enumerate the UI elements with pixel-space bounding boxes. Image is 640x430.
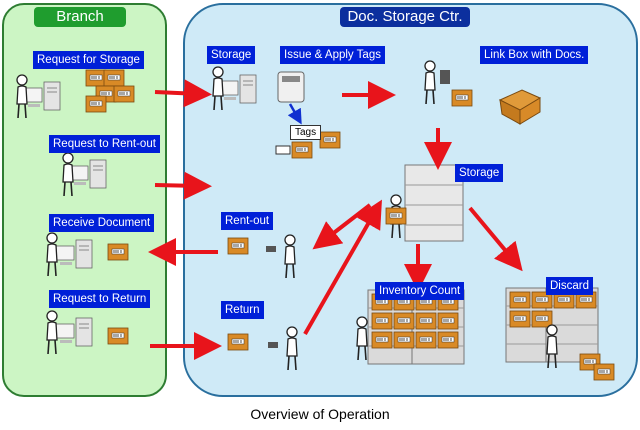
storage-operator — [212, 66, 257, 111]
label-storage-top: Storage — [207, 46, 256, 64]
discard-shelf-icon — [505, 287, 615, 381]
tags-box-icon — [275, 131, 341, 159]
inventory-shelf-icon — [356, 289, 465, 365]
arrow-storage-to-discard — [468, 206, 523, 272]
label-request-for-storage: Request for Storage — [33, 51, 144, 69]
arrow-return-to-storage — [303, 199, 382, 335]
label-receive-document: Receive Document — [49, 214, 155, 232]
label-discard: Discard — [546, 277, 593, 295]
label-storage-main: Storage — [455, 164, 504, 182]
label-tags: Tags — [290, 125, 322, 140]
storage-center-title: Doc. Storage Ctr. — [340, 7, 470, 27]
storage-shelf-icon — [385, 164, 464, 242]
tag-printer-icon — [277, 71, 305, 125]
arrow-rentout-request — [154, 171, 212, 200]
label-link-box-with-docs: Link Box with Docs. — [480, 46, 589, 64]
branch-operator-storage — [16, 74, 61, 119]
label-issue-apply-tags: Issue & Apply Tags — [280, 46, 385, 64]
branch-operator-return — [46, 310, 129, 355]
label-return: Return — [221, 301, 264, 319]
arrow-request-to-storage — [154, 79, 212, 108]
box-stack-icon — [85, 69, 135, 113]
label-rent-out: Rent-out — [221, 212, 274, 230]
label-request-to-rent-out: Request to Rent-out — [49, 135, 160, 153]
diagram-caption: Overview of Operation — [250, 406, 390, 422]
label-inventory-count: Inventory Count — [375, 282, 465, 300]
branch-operator-rentout — [62, 152, 107, 197]
label-request-to-return: Request to Return — [49, 290, 151, 308]
rentout-operator — [227, 234, 296, 279]
branch-title: Branch — [34, 7, 126, 27]
return-operator — [227, 326, 298, 371]
branch-operator-receive — [46, 232, 129, 277]
link-box-operator — [424, 60, 542, 125]
flow-arrows — [148, 79, 523, 360]
